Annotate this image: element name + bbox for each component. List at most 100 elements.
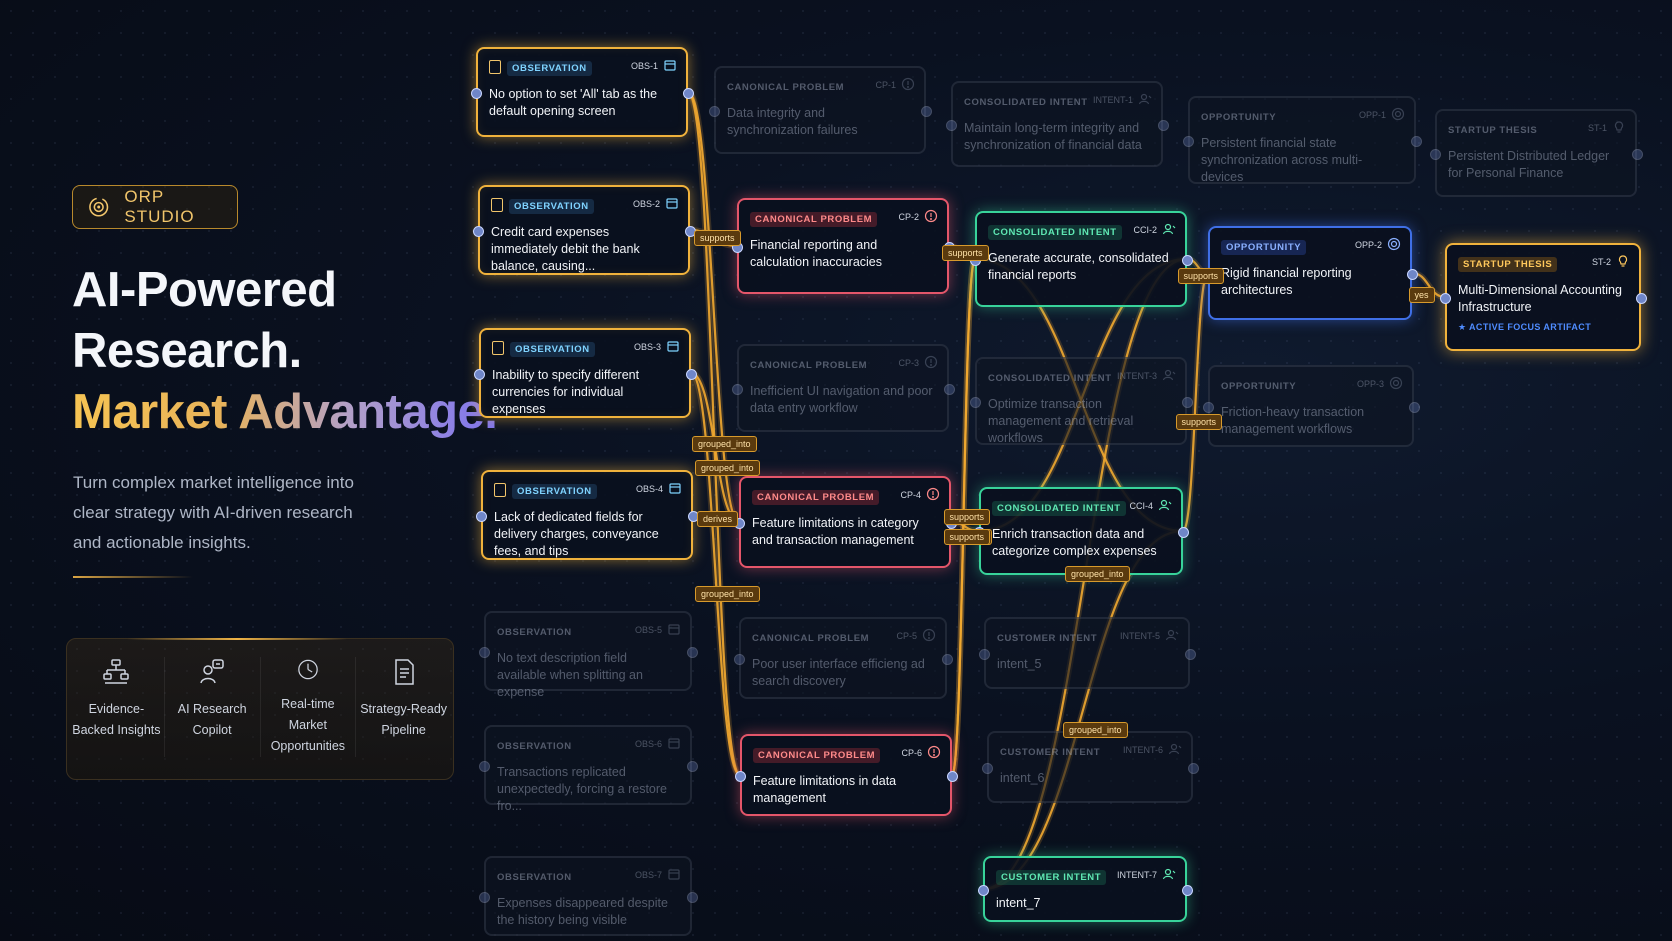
active-focus-label: ★ ACTIVE FOCUS ARTIFACT [1458, 322, 1592, 332]
calendar-icon [668, 624, 680, 635]
input-port[interactable] [471, 88, 482, 99]
node-kind: CANONICAL PROBLEM [750, 360, 868, 371]
output-port[interactable] [1632, 149, 1643, 160]
input-port[interactable] [476, 511, 487, 522]
input-port[interactable] [1203, 402, 1214, 413]
node-code: OBS-2 [632, 199, 660, 209]
person-icon [1162, 868, 1176, 880]
node-kind: STARTUP THESIS [1458, 257, 1558, 272]
feature-pipeline[interactable]: Strategy-Ready Pipeline [356, 657, 451, 757]
edge-label: supports [1177, 268, 1225, 284]
input-port[interactable] [735, 771, 746, 782]
feature-evidence[interactable]: Evidence-Backed Insights [69, 657, 165, 757]
output-port[interactable] [944, 384, 955, 395]
node-kind: CUSTOMER INTENT [996, 870, 1107, 885]
output-port[interactable] [687, 761, 698, 772]
node-text: Friction-heavy transaction management wo… [1221, 405, 1365, 436]
node-kind: CANONICAL PROBLEM [753, 748, 881, 763]
output-port[interactable] [1188, 763, 1199, 774]
input-port[interactable] [474, 369, 485, 380]
output-port[interactable] [1158, 120, 1169, 131]
node-kind: CANONICAL PROBLEM [750, 212, 878, 227]
node-text: intent_6 [1000, 771, 1045, 785]
feature-realtime[interactable]: Real-time Market Opportunities [261, 657, 357, 757]
input-port[interactable] [473, 226, 484, 237]
input-port[interactable] [479, 647, 490, 658]
output-port[interactable] [1407, 269, 1418, 280]
node-kind: OBSERVATION [509, 199, 594, 214]
node-code: CP-1 [875, 80, 896, 90]
output-port[interactable] [1182, 397, 1193, 408]
alert-icon [901, 77, 915, 91]
output-port[interactable] [1178, 527, 1189, 538]
input-port[interactable] [732, 384, 743, 395]
node-text: Feature limitations in category and tran… [752, 516, 919, 547]
calendar-icon [667, 341, 679, 352]
input-port[interactable] [970, 397, 981, 408]
output-port[interactable] [1411, 136, 1422, 147]
input-port[interactable] [978, 885, 989, 896]
brand-badge[interactable]: ORP STUDIO [72, 185, 238, 229]
node-text: No option to set 'All' tab as the defaul… [489, 87, 658, 118]
node-code: INTENT-5 [1119, 631, 1160, 641]
output-port[interactable] [1182, 255, 1193, 266]
output-port[interactable] [687, 647, 698, 658]
input-port[interactable] [946, 120, 957, 131]
node-text: Generate accurate, consolidated financia… [988, 251, 1169, 282]
output-port[interactable] [683, 88, 694, 99]
output-port[interactable] [1182, 885, 1193, 896]
input-port[interactable] [734, 654, 745, 665]
output-port[interactable] [947, 771, 958, 782]
input-port[interactable] [1440, 293, 1451, 304]
input-port[interactable] [479, 892, 490, 903]
node-kind: CUSTOMER INTENT [997, 633, 1098, 644]
node-code: CP-5 [896, 631, 917, 641]
output-port[interactable] [1409, 402, 1420, 413]
input-port[interactable] [1430, 149, 1441, 160]
node-code: OBS-4 [635, 484, 663, 494]
alert-icon [926, 487, 940, 501]
input-port[interactable] [979, 649, 990, 660]
calendar-icon [668, 738, 680, 749]
output-port[interactable] [687, 892, 698, 903]
input-port[interactable] [1183, 136, 1194, 147]
input-port[interactable] [479, 761, 490, 772]
input-port[interactable] [709, 106, 720, 117]
feature-copilot[interactable]: AI Research Copilot [165, 657, 261, 757]
node-text: Persistent financial state synchronizati… [1201, 136, 1363, 184]
output-port[interactable] [686, 369, 697, 380]
input-port[interactable] [982, 763, 993, 774]
node-kind: CONSOLIDATED INTENT [988, 373, 1112, 384]
output-port[interactable] [1636, 293, 1647, 304]
output-port[interactable] [942, 654, 953, 665]
output-port[interactable] [921, 106, 932, 117]
output-port[interactable] [1185, 649, 1196, 660]
node-code: CP-3 [898, 358, 919, 368]
